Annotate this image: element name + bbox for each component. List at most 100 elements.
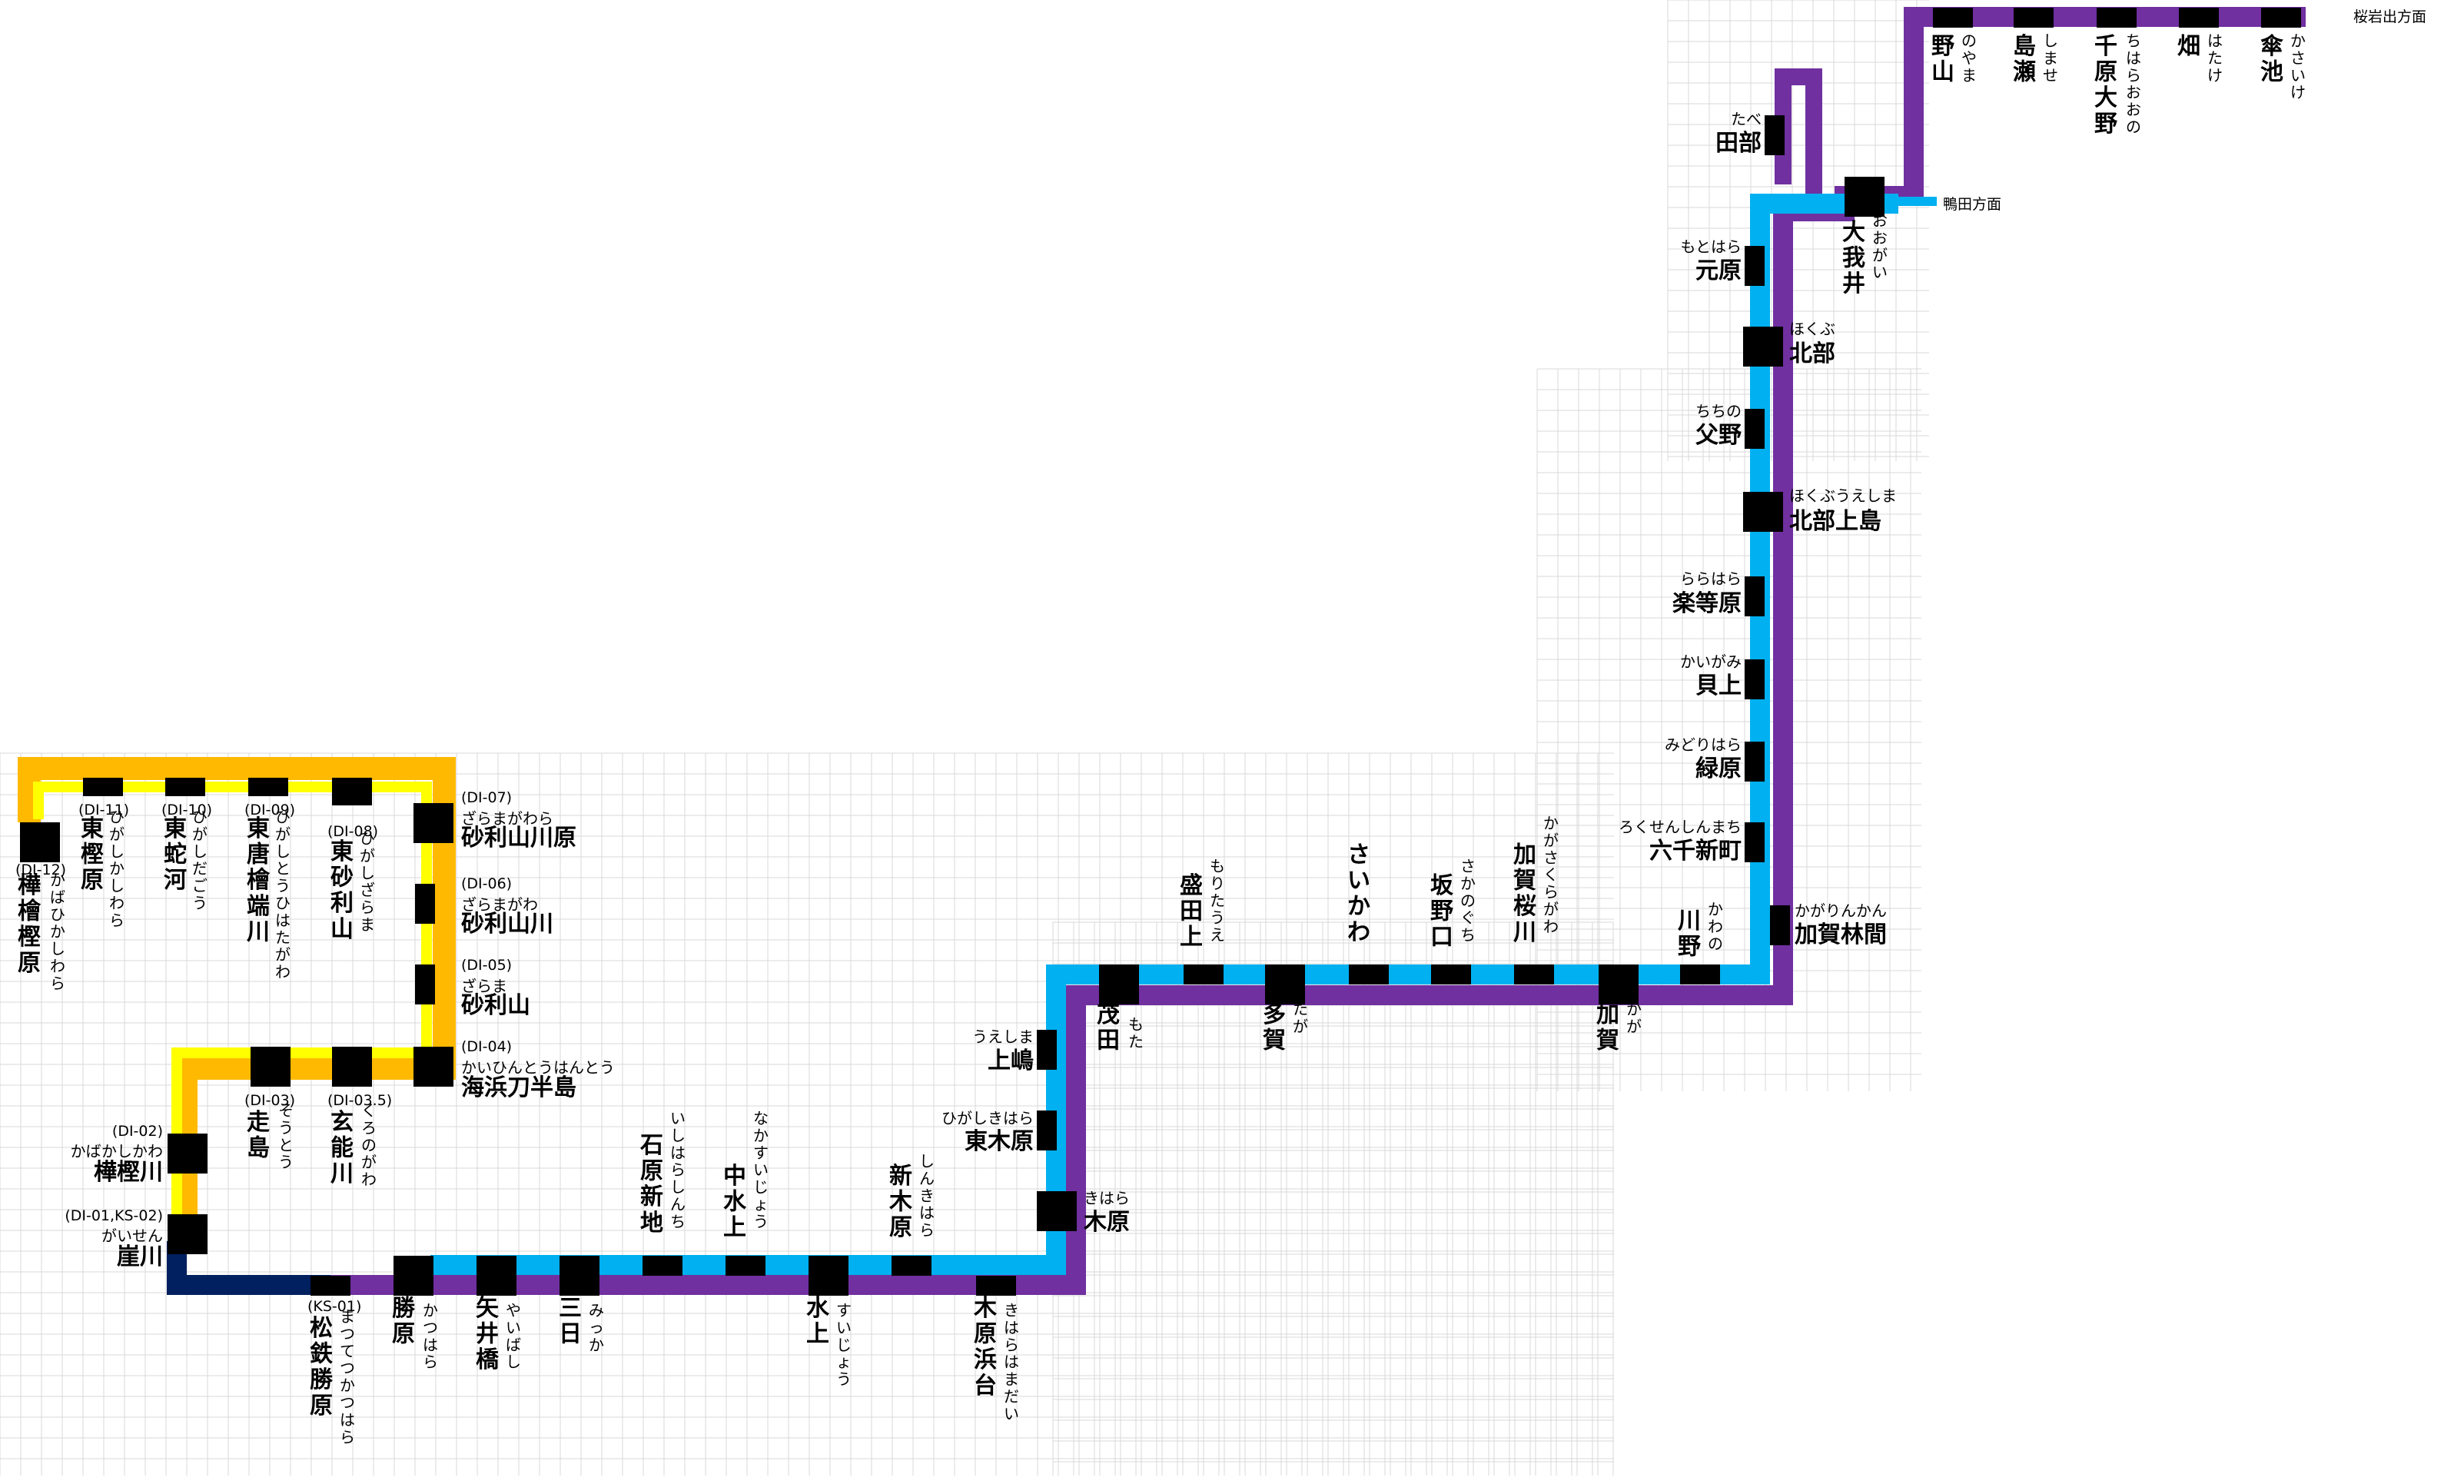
svg-text:樫: 樫: [18, 924, 41, 951]
svg-text:い: い: [2290, 66, 2306, 85]
svg-text:野: 野: [1931, 33, 1954, 60]
zarama-kana: ざらま: [461, 977, 507, 995]
svg-text:川: 川: [330, 1160, 354, 1187]
svg-text:は: は: [340, 1410, 355, 1429]
yaibashi-marker: [477, 1256, 516, 1296]
svg-text:か: か: [340, 1376, 355, 1395]
svg-text:ん: ん: [670, 1195, 686, 1213]
station-markers: [20, 8, 2301, 1296]
svg-text:み: み: [589, 1301, 604, 1320]
noyama-name: 野山: [1931, 33, 1954, 86]
svg-text:か: か: [1347, 893, 1370, 920]
svg-text:け: け: [2207, 66, 2223, 85]
svg-text:走: 走: [247, 1109, 270, 1136]
svg-text:川: 川: [1513, 919, 1536, 946]
kaihin-name: 海浜刀半島: [461, 1074, 576, 1101]
svg-text:つ: つ: [340, 1324, 355, 1343]
motohara-marker: [1745, 246, 1765, 286]
svg-text:水: 水: [806, 1295, 830, 1322]
svg-text:桜: 桜: [1513, 893, 1536, 920]
svg-text:ひ: ひ: [275, 808, 291, 826]
svg-text:矢: 矢: [476, 1295, 499, 1322]
svg-text:新: 新: [640, 1184, 663, 1210]
rokusen-kana: ろくせんしんまち: [1619, 818, 1742, 836]
kaigami-name: 貝上: [1695, 672, 1742, 699]
moritaue-name: 盛田上: [1180, 872, 1203, 951]
hokubuueshima-marker: [1743, 492, 1783, 532]
svg-text:か: か: [50, 922, 65, 941]
svg-text:ひ: ひ: [50, 905, 65, 924]
svg-text:上: 上: [1180, 924, 1203, 951]
soutou-code: (DI-03): [244, 1092, 295, 1109]
svg-text:井: 井: [1842, 271, 1865, 297]
higashizarama-marker: [332, 778, 372, 805]
higashikihara-name: 東木原: [965, 1128, 1034, 1155]
svg-text:ひ: ひ: [360, 829, 375, 848]
hokubu-marker: [1743, 327, 1783, 367]
rarahara-kana: ららはら: [1680, 569, 1742, 588]
svg-text:だ: だ: [1004, 1387, 1019, 1406]
kaga-name: 加賀: [1596, 1001, 1619, 1054]
kaihin-marker: [413, 1047, 453, 1087]
svg-text:ょ: ょ: [836, 1353, 852, 1371]
svg-text:口: 口: [1430, 924, 1453, 951]
kaihin-code: (DI-04): [461, 1038, 512, 1055]
svg-text:わ: わ: [361, 1170, 377, 1189]
svg-text:大: 大: [2094, 85, 2117, 111]
kabakashigawa-name: 樺樫川: [94, 1159, 163, 1186]
svg-text:賀: 賀: [1263, 1028, 1286, 1054]
svg-text:端: 端: [247, 893, 270, 920]
svg-text:島: 島: [2013, 33, 2036, 60]
svg-text:さ: さ: [2290, 48, 2306, 67]
svg-text:か: か: [1708, 900, 1723, 918]
svg-text:の: の: [1961, 32, 1977, 50]
saikawa-marker: [1349, 964, 1389, 984]
svg-text:お: お: [2126, 83, 2141, 101]
svg-text:か: か: [589, 1336, 604, 1354]
svg-text:川: 川: [247, 918, 270, 945]
chichino-kana: ちちの: [1695, 402, 1742, 420]
svg-text:田: 田: [1180, 898, 1203, 925]
higashikihara-marker: [1037, 1111, 1057, 1150]
kawano-marker: [1680, 964, 1720, 984]
zarama-marker: [415, 964, 435, 1004]
higashikashiwara-name: 東樫原: [81, 815, 104, 894]
kawano-kana: かわの: [1708, 900, 1723, 953]
svg-text:し: し: [192, 842, 208, 861]
mikka-marker: [560, 1256, 599, 1296]
svg-text:か: か: [2290, 32, 2306, 50]
kagarinkan-kana: かがりんかん: [1795, 901, 1887, 920]
kaigami-marker: [1745, 659, 1765, 699]
svg-text:野: 野: [2094, 111, 2117, 138]
rarahara-name: 楽等原: [1672, 590, 1742, 617]
oogai-marker: [1845, 177, 1885, 217]
mota-kana: もた: [1128, 1015, 1144, 1051]
svg-text:う: う: [836, 1370, 852, 1389]
svg-text:か: か: [1543, 814, 1559, 832]
svg-text:わ: わ: [275, 963, 291, 981]
svg-text:う: う: [753, 1212, 769, 1230]
svg-text:か: か: [753, 1126, 769, 1144]
tabe-kana: たべ: [1731, 110, 1762, 128]
svg-text:日: 日: [559, 1321, 582, 1348]
kabahikashiwara-marker: [20, 822, 60, 862]
svg-text:が: が: [1872, 246, 1888, 264]
midorihara-name: 緑原: [1695, 755, 1742, 782]
mikka-name: 三日: [559, 1295, 582, 1348]
svg-text:ま: ま: [1961, 66, 1977, 85]
kasaike-name: 傘池: [2260, 33, 2283, 86]
matsutetsu-code: (KS-01): [307, 1298, 361, 1315]
hatake-kana: はたけ: [2207, 32, 2223, 85]
ueshima-marker: [1037, 1030, 1057, 1070]
svg-text:が: が: [1543, 831, 1559, 849]
svg-text:だ: だ: [192, 859, 208, 878]
svg-text:瀬: 瀬: [2013, 59, 2036, 86]
